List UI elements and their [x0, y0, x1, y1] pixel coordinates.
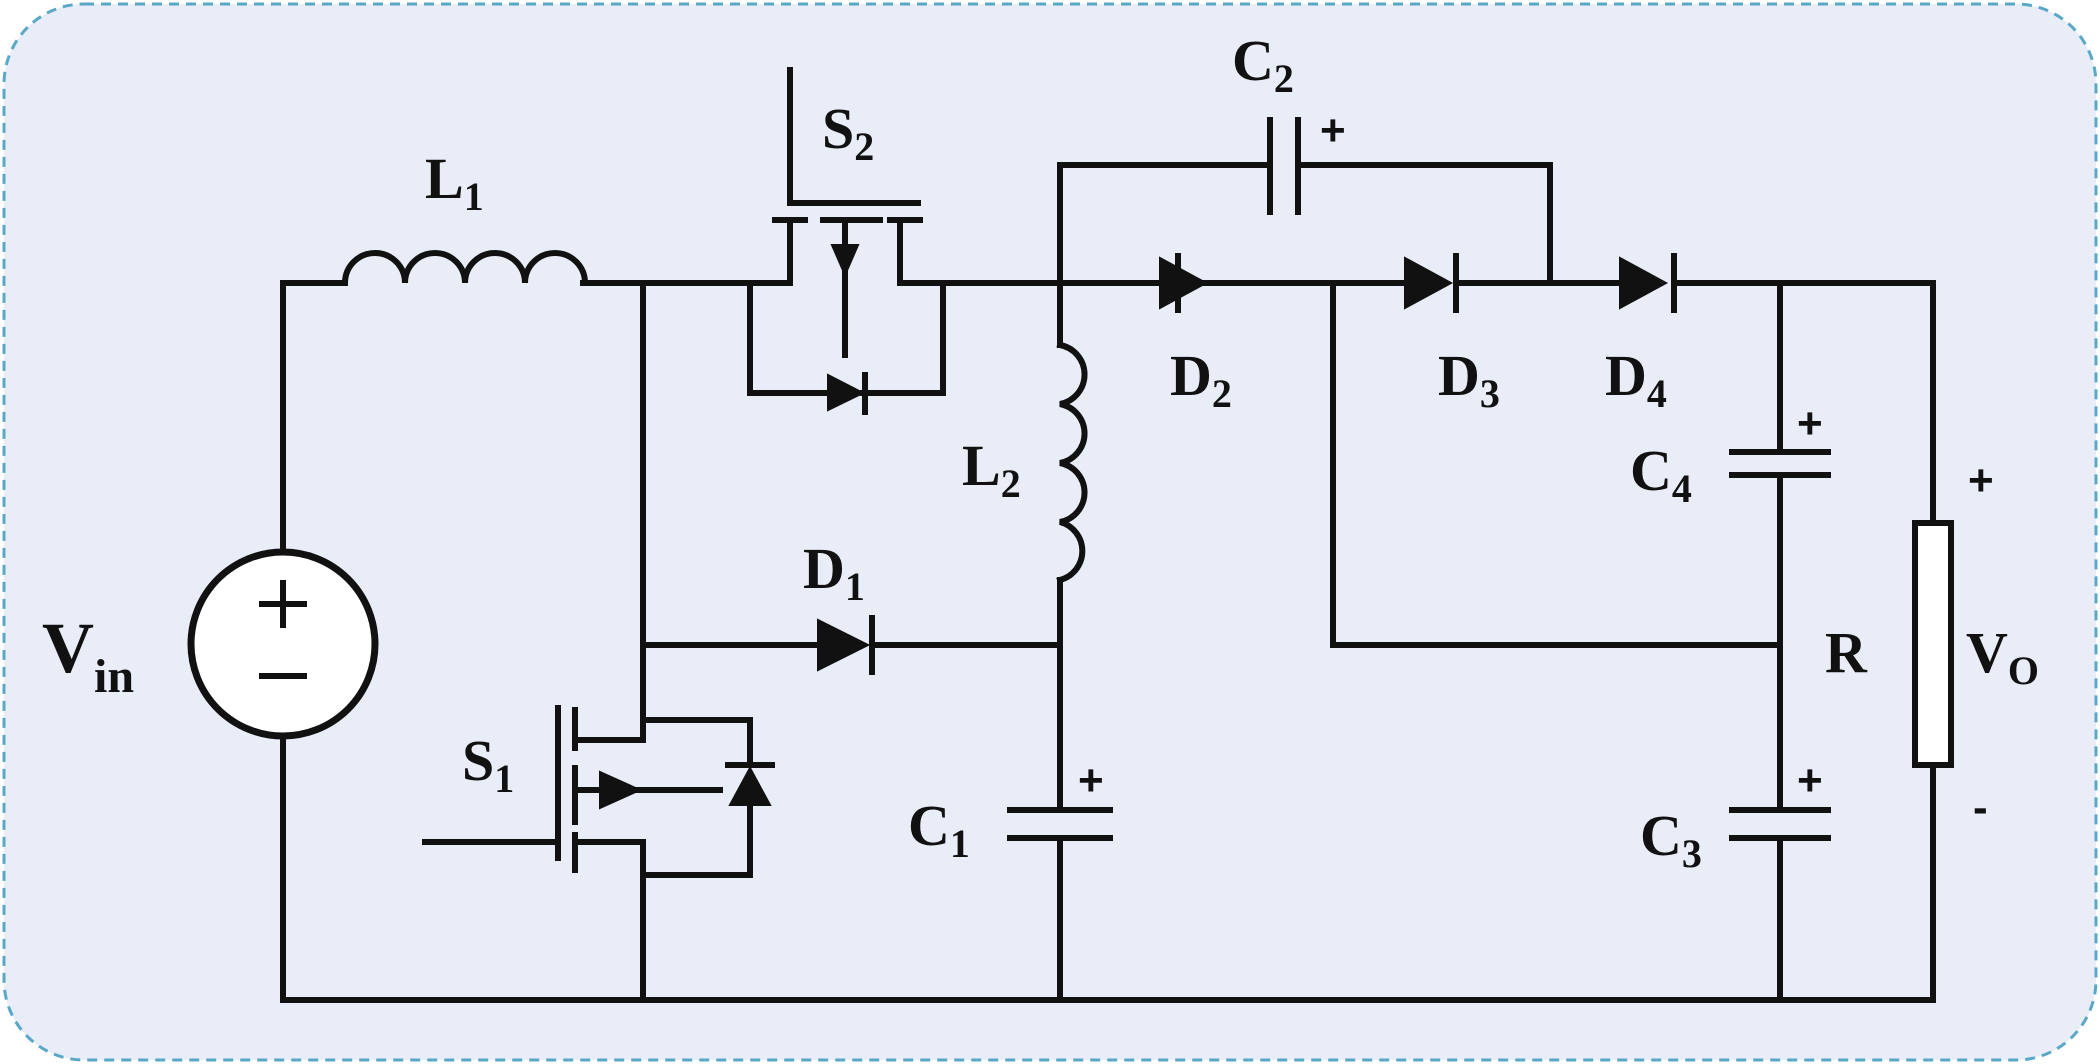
polarity-c4-plus: + — [1797, 399, 1823, 448]
label-vin-sub: in — [94, 650, 134, 703]
label-d2-main: D — [1170, 343, 1212, 408]
label-d4-main: D — [1605, 343, 1647, 408]
polarity-vo-minus: - — [1973, 783, 1988, 832]
capacitor-c3 — [1729, 807, 1831, 841]
label-d2-sub: 2 — [1212, 371, 1232, 416]
wire-d4-right — [1671, 280, 1936, 526]
label-l2-sub: 2 — [1001, 461, 1021, 506]
wire-node-c — [1330, 280, 1783, 648]
label-d3: D3 — [1438, 343, 1500, 416]
resistor-r — [1912, 520, 1954, 768]
label-l1-sub: 1 — [464, 174, 484, 219]
label-vin-main: V — [42, 608, 94, 688]
polarity-c3-plus: + — [1797, 756, 1823, 805]
diode-d2 — [1159, 253, 1209, 313]
label-c2-main: C — [1232, 28, 1274, 93]
label-c4-sub: 4 — [1672, 466, 1692, 511]
label-s2-sub: 2 — [854, 124, 874, 169]
capacitor-c4 — [1729, 449, 1831, 478]
label-l1: L1 — [425, 146, 484, 219]
inductor-l1 — [341, 250, 589, 287]
label-r: R — [1825, 620, 1868, 685]
label-d4-sub: 4 — [1647, 371, 1667, 416]
diode-d3 — [1404, 253, 1459, 313]
label-d2: D2 — [1170, 343, 1232, 416]
label-s2-main: S — [822, 96, 854, 161]
wire-s1-drain — [572, 722, 646, 743]
label-c3-main: C — [1640, 803, 1682, 868]
voltage-source-vin — [187, 548, 379, 740]
label-d4: D4 — [1605, 343, 1667, 416]
label-d3-main: D — [1438, 343, 1480, 408]
label-l2: L2 — [962, 433, 1021, 506]
label-c2-sub: 2 — [1274, 56, 1294, 101]
mosfet-s1 — [555, 705, 775, 873]
label-c3-sub: 3 — [1682, 831, 1702, 876]
label-c3: C3 — [1640, 803, 1702, 876]
wire-l1-s2 — [580, 220, 793, 286]
label-c1-main: C — [908, 793, 950, 858]
label-s1: S1 — [462, 728, 514, 801]
label-vo-sub: O — [2008, 648, 2039, 693]
polarity-c2-plus: + — [1320, 106, 1346, 155]
capacitor-c1 — [1007, 807, 1113, 841]
label-l2-main: L — [962, 433, 1001, 498]
wire-s2-body-diode — [747, 280, 831, 396]
label-s1-main: S — [462, 728, 494, 793]
label-d1: D1 — [803, 536, 865, 609]
label-c1: C1 — [908, 793, 970, 866]
label-d1-sub: 1 — [845, 564, 865, 609]
label-r-main: R — [1825, 620, 1868, 685]
wire-s1-source — [572, 839, 646, 1003]
diode-d4 — [1619, 253, 1677, 313]
polarity-vo-plus: + — [1968, 456, 1994, 505]
wire-node-b-up — [1057, 162, 1271, 286]
label-vo-main: V — [1966, 620, 2008, 685]
polarity-c1-plus: + — [1078, 756, 1104, 805]
label-d3-sub: 3 — [1480, 371, 1500, 416]
wire-s1-diode-top — [640, 717, 753, 768]
label-vo: VO — [1966, 620, 2039, 693]
capacitor-c2 — [1267, 117, 1301, 215]
wire-s2-body-diode-r — [860, 280, 946, 396]
label-c4-main: C — [1630, 438, 1672, 503]
wire-c2-right — [1295, 162, 1553, 286]
label-c4: C4 — [1630, 438, 1692, 511]
diode-d1 — [817, 615, 875, 675]
label-l1-main: L — [425, 146, 464, 211]
label-s2: S2 — [822, 96, 874, 169]
label-vin: Vin — [42, 608, 134, 703]
wire-vin-top — [280, 280, 348, 556]
label-d1-main: D — [803, 536, 845, 601]
mosfet-s2 — [772, 67, 923, 415]
wire-s1-diode-bottom — [640, 805, 753, 878]
label-c1-sub: 1 — [950, 821, 970, 866]
label-s1-sub: 1 — [494, 756, 514, 801]
inductor-l2 — [1056, 341, 1088, 584]
label-c2: C2 — [1232, 28, 1294, 101]
